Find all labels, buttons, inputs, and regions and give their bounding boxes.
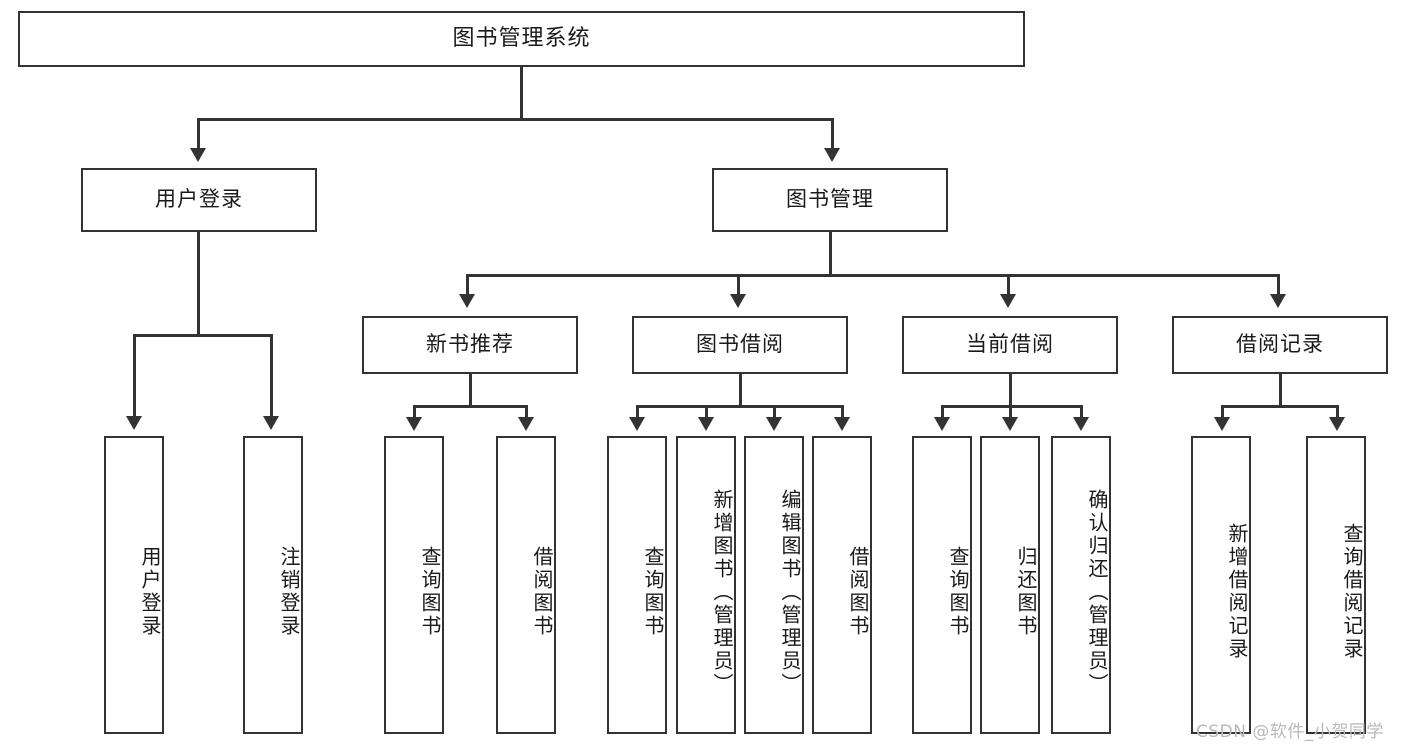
arrowhead-bookborrow-leaf-1 bbox=[629, 417, 645, 431]
connector-currentborrow-stem bbox=[1009, 374, 1012, 406]
leaf-label: 注销登录 bbox=[277, 546, 301, 638]
leaf-current-borrow-query[interactable]: 查询图书 bbox=[912, 436, 972, 734]
leaf-new-book-borrow[interactable]: 借阅图书 bbox=[496, 436, 556, 734]
connector-bookborrow-stem bbox=[739, 374, 742, 406]
arrowhead-currentborrow-leaf-1 bbox=[934, 417, 950, 431]
leaf-label: 用户登录 bbox=[138, 546, 162, 638]
connector-currentborrow-bar bbox=[941, 405, 1083, 408]
leaf-label: 借阅图书 bbox=[530, 546, 554, 638]
connector-bookborrow-drop-3 bbox=[773, 405, 776, 419]
connector-borrowrecord-drop-2 bbox=[1336, 405, 1339, 419]
arrowhead-root-to-book-mgmt bbox=[824, 148, 840, 162]
leaf-book-borrow-query[interactable]: 查询图书 bbox=[607, 436, 667, 734]
connector-user-login-stem bbox=[197, 232, 200, 335]
connector-bookborrow-drop-2 bbox=[705, 405, 708, 419]
arrowhead-bookmgmt-to-book-borrow bbox=[730, 294, 746, 308]
connector-borrowrecord-bar bbox=[1221, 405, 1339, 408]
leaf-label: 查询图书 bbox=[418, 546, 442, 638]
node-book-borrow[interactable]: 图书借阅 bbox=[632, 316, 848, 374]
arrowhead-currentborrow-leaf-2 bbox=[1002, 417, 1018, 431]
connector-newbook-bar bbox=[413, 405, 528, 408]
connector-bookborrow-drop-1 bbox=[636, 405, 639, 419]
leaf-current-borrow-return[interactable]: 归还图书 bbox=[980, 436, 1040, 734]
leaf-label: 确认归还（管理员） bbox=[1085, 488, 1109, 696]
arrowhead-bookmgmt-to-new-book bbox=[459, 294, 475, 308]
arrowhead-user-login-leaf-2 bbox=[263, 416, 279, 430]
leaf-user-login-logout[interactable]: 注销登录 bbox=[243, 436, 303, 734]
connector-user-login-drop-1 bbox=[133, 334, 136, 418]
leaf-book-borrow-add-admin[interactable]: 新增图书（管理员） bbox=[676, 436, 736, 734]
connector-bookmgmt-drop-3 bbox=[1007, 274, 1010, 296]
node-book-management[interactable]: 图书管理 bbox=[712, 168, 948, 232]
node-root-system[interactable]: 图书管理系统 bbox=[18, 11, 1025, 67]
connector-currentborrow-drop-2 bbox=[1009, 405, 1012, 419]
connector-bookmgmt-drop-1 bbox=[466, 274, 469, 296]
leaf-borrow-record-add[interactable]: 新增借阅记录 bbox=[1191, 436, 1251, 734]
leaf-user-login-login[interactable]: 用户登录 bbox=[104, 436, 164, 734]
arrowhead-bookmgmt-to-borrow-record bbox=[1270, 294, 1286, 308]
leaf-book-borrow-borrow[interactable]: 借阅图书 bbox=[812, 436, 872, 734]
connector-newbook-drop-2 bbox=[525, 405, 528, 419]
connector-root-bar bbox=[197, 118, 834, 121]
leaf-new-book-query[interactable]: 查询图书 bbox=[384, 436, 444, 734]
leaf-book-borrow-edit-admin[interactable]: 编辑图书（管理员） bbox=[744, 436, 804, 734]
connector-currentborrow-drop-3 bbox=[1080, 405, 1083, 419]
connector-newbook-stem bbox=[469, 374, 472, 406]
arrowhead-borrowrecord-leaf-1 bbox=[1214, 417, 1230, 431]
connector-newbook-drop-1 bbox=[413, 405, 416, 419]
leaf-label: 查询图书 bbox=[641, 546, 665, 638]
connector-borrowrecord-drop-1 bbox=[1221, 405, 1224, 419]
leaf-label: 新增借阅记录 bbox=[1225, 523, 1249, 661]
connector-bookborrow-drop-4 bbox=[841, 405, 844, 419]
arrowhead-borrowrecord-leaf-2 bbox=[1329, 417, 1345, 431]
connector-user-login-bar bbox=[133, 334, 272, 337]
leaf-current-borrow-confirm-admin[interactable]: 确认归还（管理员） bbox=[1051, 436, 1111, 734]
arrowhead-newbook-leaf-1 bbox=[406, 417, 422, 431]
leaf-label: 查询借阅记录 bbox=[1340, 523, 1364, 661]
leaf-label: 归还图书 bbox=[1014, 546, 1038, 638]
connector-bookmgmt-drop-2 bbox=[737, 274, 740, 296]
leaf-label: 借阅图书 bbox=[846, 546, 870, 638]
leaf-label: 查询图书 bbox=[946, 546, 970, 638]
arrowhead-bookborrow-leaf-3 bbox=[766, 417, 782, 431]
node-user-login[interactable]: 用户登录 bbox=[81, 168, 317, 232]
connector-root-to-book-mgmt bbox=[831, 118, 834, 150]
leaf-borrow-record-query[interactable]: 查询借阅记录 bbox=[1306, 436, 1366, 734]
connector-root-to-user-login bbox=[197, 118, 200, 150]
connector-user-login-drop-2 bbox=[270, 334, 273, 418]
connector-book-mgmt-bar bbox=[466, 274, 1278, 277]
leaf-label: 编辑图书（管理员） bbox=[778, 488, 802, 696]
arrowhead-bookmgmt-to-current-borrow bbox=[1000, 294, 1016, 308]
node-current-borrow[interactable]: 当前借阅 bbox=[902, 316, 1118, 374]
arrowhead-newbook-leaf-2 bbox=[518, 417, 534, 431]
connector-currentborrow-drop-1 bbox=[941, 405, 944, 419]
connector-bookborrow-bar bbox=[636, 405, 844, 408]
connector-borrowrecord-stem bbox=[1279, 374, 1282, 406]
node-borrow-record[interactable]: 借阅记录 bbox=[1172, 316, 1388, 374]
connector-root-stem bbox=[520, 67, 523, 119]
connector-bookmgmt-drop-4 bbox=[1277, 274, 1280, 296]
connector-book-mgmt-stem bbox=[829, 232, 832, 276]
arrowhead-bookborrow-leaf-4 bbox=[834, 417, 850, 431]
node-new-book-recommend[interactable]: 新书推荐 bbox=[362, 316, 578, 374]
arrowhead-bookborrow-leaf-2 bbox=[698, 417, 714, 431]
leaf-label: 新增图书（管理员） bbox=[710, 488, 734, 696]
arrowhead-user-login-leaf-1 bbox=[126, 416, 142, 430]
arrowhead-currentborrow-leaf-3 bbox=[1073, 417, 1089, 431]
arrowhead-root-to-user-login bbox=[190, 148, 206, 162]
